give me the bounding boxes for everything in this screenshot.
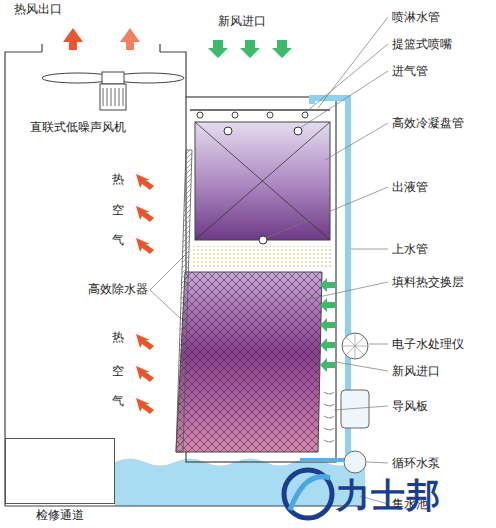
part-label: 出液管: [392, 180, 428, 194]
part-label: 导风板: [392, 399, 428, 413]
part-label: 电子水处理仪: [392, 337, 464, 351]
part-label: 喷淋水管: [392, 10, 440, 24]
part-label: 上水管: [392, 242, 428, 256]
part-label: 空: [112, 364, 124, 378]
part-label: 热风出口: [14, 2, 62, 16]
access-box: 检修通道: [5, 438, 115, 504]
part-label: 提篮式喷嘴: [392, 37, 452, 51]
node-label: 检修通道: [6, 507, 114, 524]
part-label: 空: [112, 203, 124, 217]
part-label: 气: [112, 394, 124, 408]
part-label: 气: [112, 233, 124, 247]
part-label: 直联式低噪声风机: [30, 120, 126, 134]
part-label: 填料热交换层: [392, 275, 464, 289]
part-label: 循环水泵: [392, 456, 440, 470]
part-label: 热: [112, 172, 124, 186]
part-label: 新风进口: [392, 364, 440, 378]
part-label: 进气管: [392, 64, 428, 78]
part-label: 新风进口: [218, 14, 266, 28]
watermark: 力士邦: [336, 476, 441, 514]
part-label: 热: [112, 330, 124, 344]
part-label: 高效除水器: [88, 282, 148, 296]
part-label: 高效冷凝盘管: [392, 116, 464, 130]
